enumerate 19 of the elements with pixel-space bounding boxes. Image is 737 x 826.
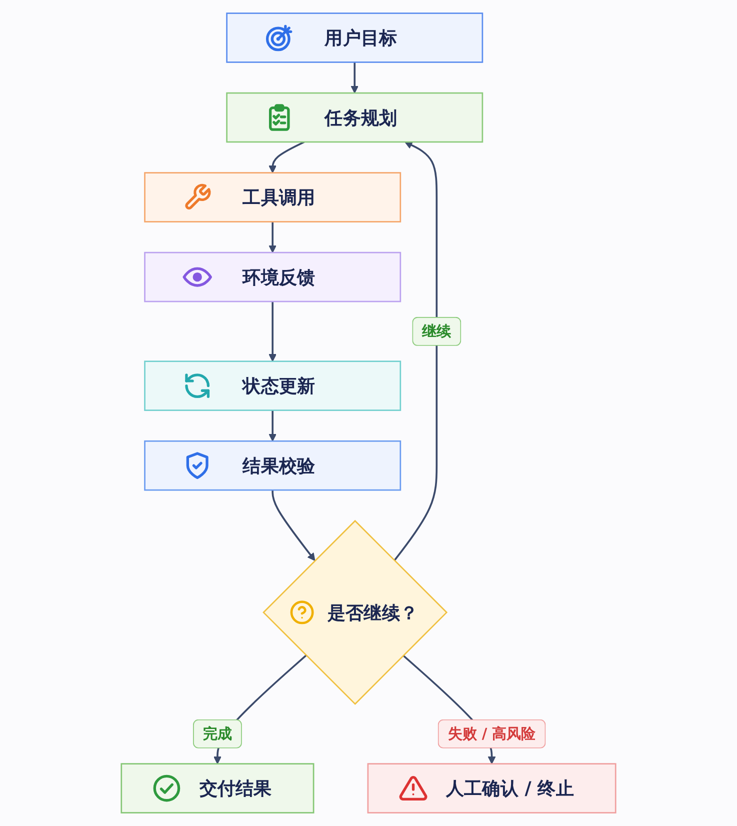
arrow xyxy=(272,490,316,561)
node-box: 结果校验 xyxy=(144,440,402,491)
node-box: 任务规划 xyxy=(226,92,484,143)
edge-label: 继续 xyxy=(412,316,462,346)
arrow xyxy=(394,142,438,562)
arrow xyxy=(268,141,305,174)
arrow xyxy=(268,302,277,362)
edge-label: 完成 xyxy=(193,719,242,748)
node-box: 状态更新 xyxy=(144,360,402,411)
node-box: 工具调用 xyxy=(144,172,402,222)
arrow xyxy=(268,410,277,442)
arrow xyxy=(350,62,359,94)
node-box: 环境反馈 xyxy=(144,252,402,302)
node-diamond: 是否继续？ xyxy=(262,520,448,705)
node-box: 人工确认 / 终止 xyxy=(367,763,616,814)
node-box: 交付结果 xyxy=(120,763,314,814)
edge-label: 失败 / 高风险 xyxy=(438,719,546,748)
arrow xyxy=(268,222,277,253)
node-box: 用户目标 xyxy=(226,12,484,63)
